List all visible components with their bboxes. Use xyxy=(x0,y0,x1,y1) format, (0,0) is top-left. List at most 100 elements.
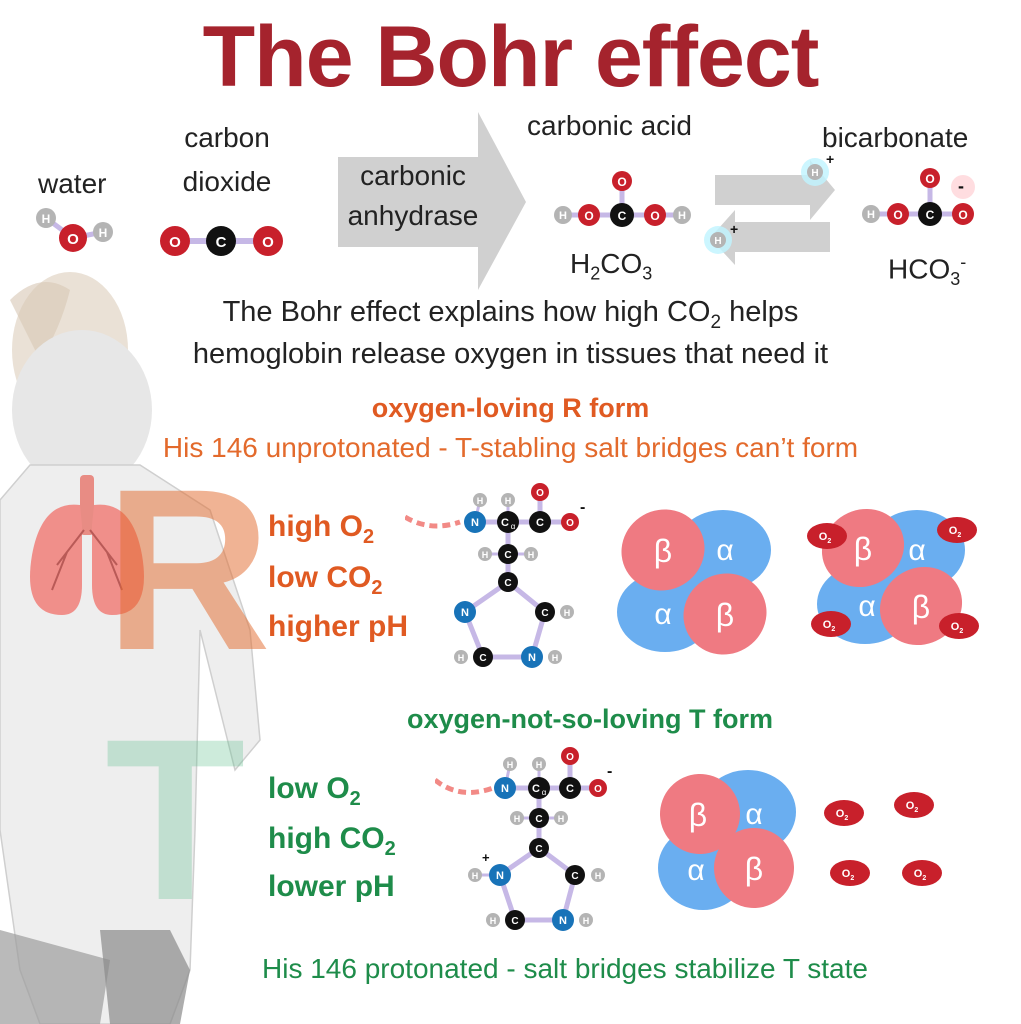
svg-text:H: H xyxy=(559,210,567,222)
svg-text:O: O xyxy=(566,518,574,529)
svg-text:+: + xyxy=(730,221,738,237)
o2-molecule: O2 xyxy=(902,860,942,886)
equilibrium-arrows: H + H + xyxy=(704,151,835,265)
svg-text:H: H xyxy=(514,814,521,824)
svg-text:C: C xyxy=(541,608,548,619)
o2-molecule: O2 xyxy=(937,517,977,543)
svg-text:O: O xyxy=(617,175,626,189)
svg-text:O: O xyxy=(584,209,593,223)
o2-molecule: O2 xyxy=(811,611,851,637)
svg-text:N: N xyxy=(528,652,536,664)
svg-text:H: H xyxy=(477,496,484,506)
svg-text:O2: O2 xyxy=(823,619,836,633)
svg-text:O2: O2 xyxy=(914,868,927,882)
svg-text:-: - xyxy=(958,176,964,196)
svg-text:C: C xyxy=(535,814,542,825)
svg-text:α: α xyxy=(687,854,704,887)
svg-text:O: O xyxy=(536,488,544,499)
o2-molecule: O2 xyxy=(830,860,870,886)
svg-text:N: N xyxy=(471,517,479,529)
carbonic-acid-molecule: O H O C O H xyxy=(554,171,691,227)
explanation-line-2: hemoglobin release oxygen in tissues tha… xyxy=(192,338,829,370)
svg-text:O2: O2 xyxy=(951,621,964,635)
carbonic-acid-formula: H2CO3 xyxy=(570,248,653,284)
lungs-icon xyxy=(30,475,144,615)
o2-molecule: O2 xyxy=(939,613,979,639)
svg-text:C: C xyxy=(216,234,227,251)
r-condition-1: high O2 xyxy=(268,510,375,548)
bicarbonate-label: bicarbonate xyxy=(822,122,969,153)
svg-text:+: + xyxy=(826,151,834,167)
svg-text:H: H xyxy=(507,760,514,770)
t-condition-1: low O2 xyxy=(268,772,361,810)
hemoglobin-r-empty: β α α β xyxy=(617,509,771,655)
svg-text:α: α xyxy=(716,534,733,567)
svg-text:C: C xyxy=(566,783,574,795)
explanation-line-1: The Bohr effect explains how high CO2 he… xyxy=(222,296,799,333)
svg-text:C: C xyxy=(532,783,540,795)
svg-text:O: O xyxy=(893,208,902,222)
svg-text:β: β xyxy=(716,597,734,633)
svg-text:H: H xyxy=(867,209,875,221)
svg-text:C: C xyxy=(926,208,935,222)
svg-text:β: β xyxy=(854,531,872,567)
r-condition-2: low CO2 xyxy=(268,561,383,599)
r-form-letter: R xyxy=(105,441,272,698)
svg-text:H: H xyxy=(99,226,108,240)
t-form-footer: His 146 protonated - salt bridges stabil… xyxy=(262,953,868,984)
hemoglobin-r-oxygenated: β α α β O2 O2 O2 O2 xyxy=(807,508,979,646)
svg-text:C: C xyxy=(501,517,509,529)
co2-molecule: O C O xyxy=(160,226,283,256)
svg-text:H: H xyxy=(42,212,51,226)
svg-text:H: H xyxy=(678,210,686,222)
page-title: The Bohr effect xyxy=(202,9,820,105)
svg-text:O2: O2 xyxy=(836,808,849,822)
svg-text:C: C xyxy=(504,550,511,561)
svg-text:N: N xyxy=(461,607,469,619)
carbon-dioxide-label-1: carbon xyxy=(184,122,270,153)
svg-text:C: C xyxy=(535,844,542,855)
svg-text:O2: O2 xyxy=(842,868,855,882)
svg-text:α: α xyxy=(745,798,762,831)
svg-text:O: O xyxy=(650,209,659,223)
svg-text:-: - xyxy=(607,763,612,780)
svg-text:C: C xyxy=(571,871,578,882)
svg-text:β: β xyxy=(689,797,707,833)
svg-text:O: O xyxy=(958,208,967,222)
svg-text:α: α xyxy=(542,788,547,797)
svg-text:+: + xyxy=(482,850,490,865)
svg-text:C: C xyxy=(536,517,544,529)
water-label: water xyxy=(38,168,107,199)
released-oxygen: O2 O2 O2 O2 xyxy=(824,792,942,886)
svg-text:H: H xyxy=(552,653,559,663)
svg-text:β: β xyxy=(912,589,930,625)
svg-text:α: α xyxy=(908,534,925,567)
svg-text:H: H xyxy=(472,871,479,881)
svg-text:β: β xyxy=(654,533,672,569)
svg-text:O2: O2 xyxy=(949,525,962,539)
svg-text:-: - xyxy=(580,499,585,516)
reaction-arrow xyxy=(338,112,526,290)
water-molecule: H O H xyxy=(36,208,113,252)
enzyme-label-2: anhydrase xyxy=(347,200,479,231)
svg-text:H: H xyxy=(536,760,543,770)
bicarbonate-formula: HCO3- xyxy=(888,252,967,289)
svg-text:O: O xyxy=(566,752,574,763)
svg-text:H: H xyxy=(583,916,590,926)
svg-text:H: H xyxy=(595,871,602,881)
t-condition-2: high CO2 xyxy=(268,822,396,860)
r-form-heading: oxygen-loving R form xyxy=(371,393,650,423)
svg-text:H: H xyxy=(482,550,489,560)
svg-text:O: O xyxy=(925,172,934,186)
svg-text:H: H xyxy=(564,608,571,618)
bicarbonate-molecule: - O H O C O xyxy=(862,168,975,226)
enzyme-label-1: carbonic xyxy=(360,160,466,191)
r-form-subheading: His 146 unprotonated - T-stabling salt b… xyxy=(162,432,859,463)
svg-text:H: H xyxy=(528,550,535,560)
o2-molecule: O2 xyxy=(894,792,934,818)
svg-text:H: H xyxy=(558,814,565,824)
carbon-dioxide-label-2: dioxide xyxy=(182,166,272,197)
o2-molecule: O2 xyxy=(807,523,847,549)
svg-text:O: O xyxy=(169,234,181,251)
svg-text:H: H xyxy=(458,653,465,663)
